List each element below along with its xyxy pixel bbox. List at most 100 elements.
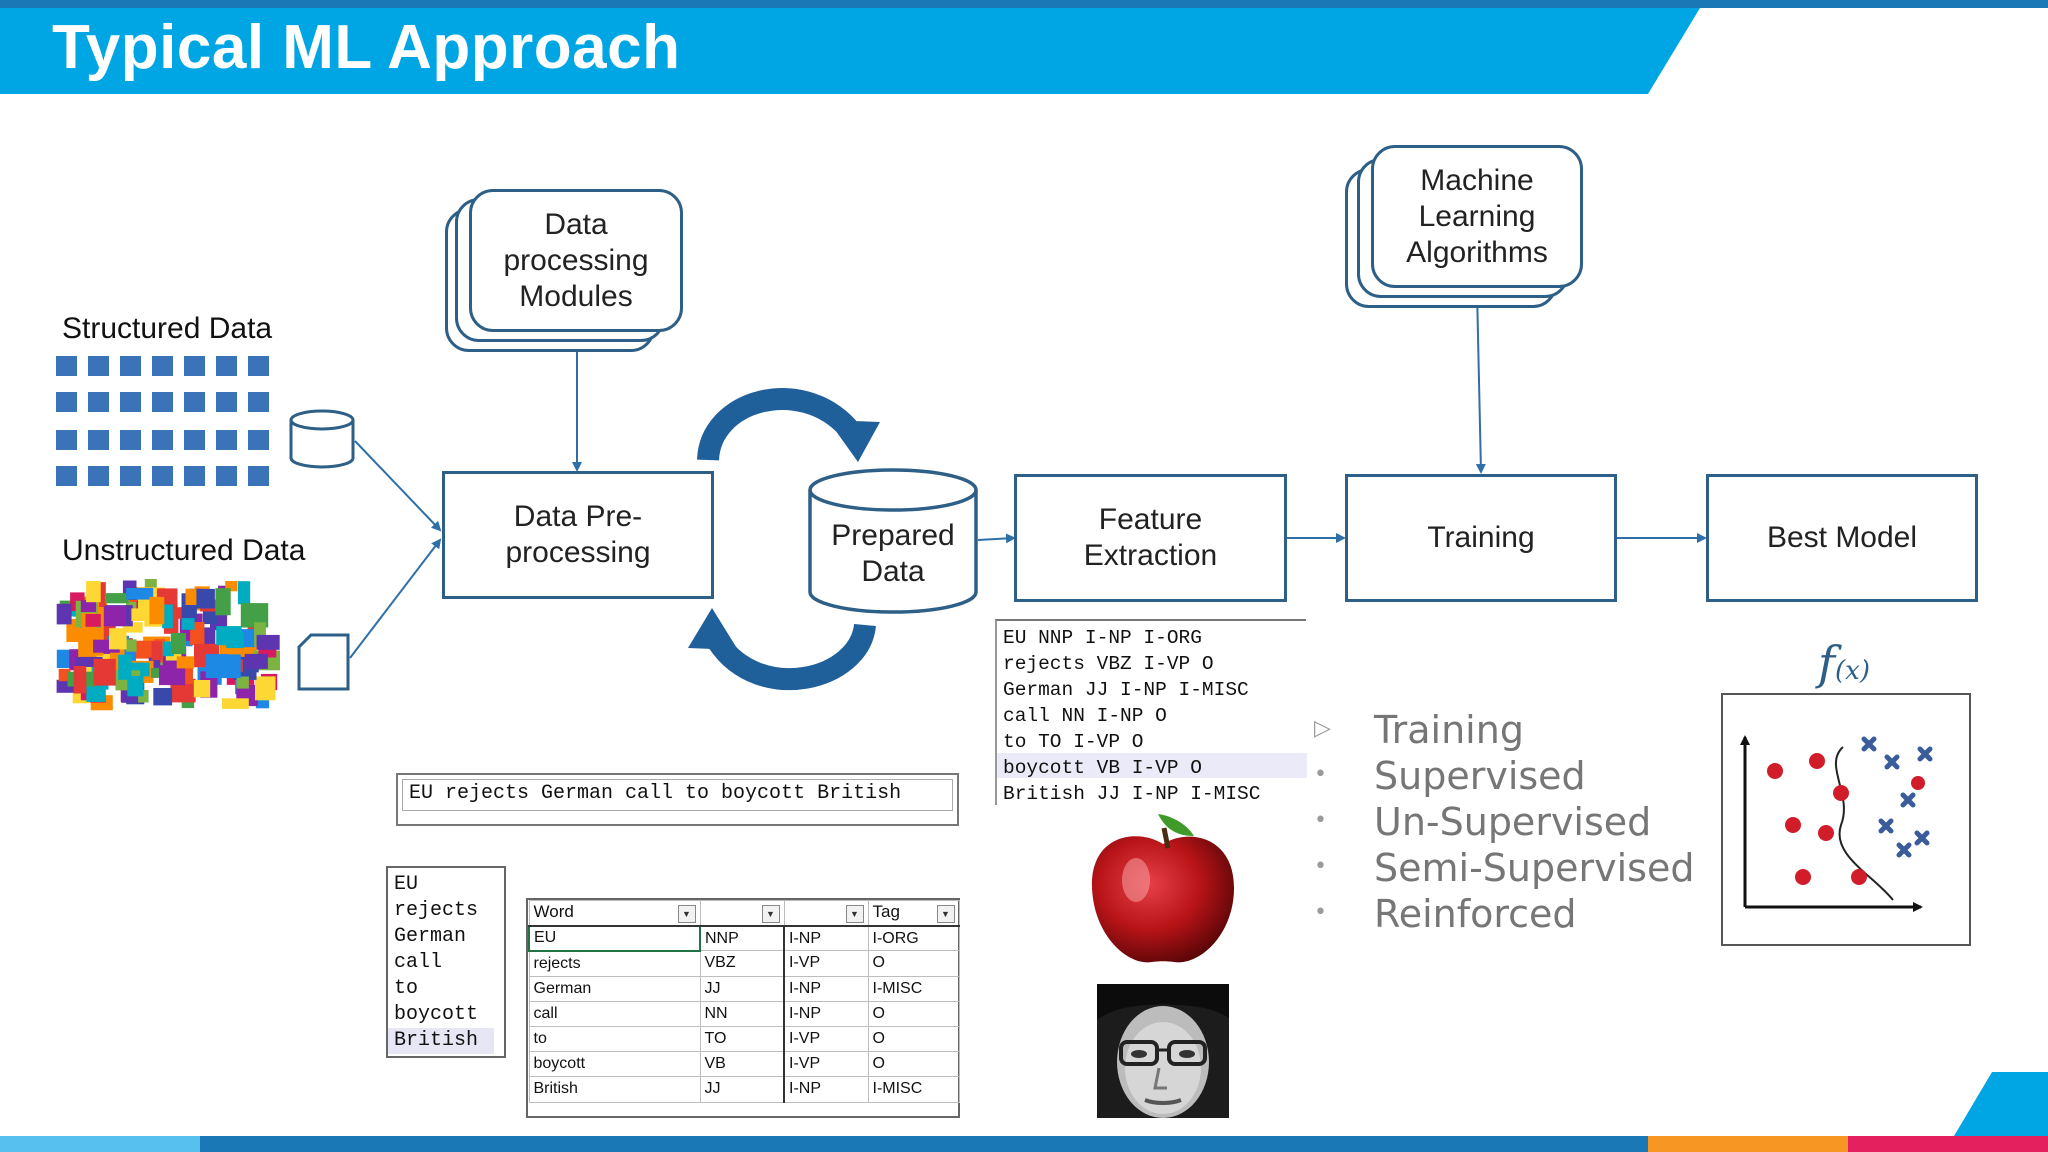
table-cell[interactable]: VB (699, 1051, 785, 1078)
table-cell[interactable]: I-NP (783, 925, 869, 952)
mosaic-tile (222, 698, 249, 709)
mosaic-tile (75, 656, 103, 667)
table-row: British JJ I-NP I-MISC (528, 1076, 960, 1103)
conll-line: British JJ I-NP I-MISC (1003, 783, 1261, 805)
mosaic-tile (58, 668, 71, 682)
sentence-text: EU rejects German call to boycott Britis… (409, 782, 902, 805)
apple-image (1091, 814, 1234, 963)
mosaic-tile (159, 665, 186, 686)
prepared-data-cylinder (808, 468, 978, 614)
data-processing-modules-node[interactable]: Data processing Modules (469, 189, 683, 332)
mosaic-tile (60, 606, 89, 617)
conll-highlight (997, 753, 1307, 778)
table-cell[interactable]: rejects (528, 950, 701, 977)
table-cell[interactable]: I-ORG (867, 925, 960, 952)
structured-data-label: Structured Data (62, 312, 273, 345)
mosaic-tile (56, 603, 72, 625)
training-types-heading: ▷ Training (1314, 708, 1524, 752)
mosaic-tile (153, 688, 173, 706)
mosaic-tile (255, 697, 270, 709)
table-cell[interactable]: JJ (699, 1076, 785, 1103)
table-cell[interactable]: O (867, 1000, 960, 1027)
mosaic-tile (162, 641, 174, 657)
mosaic-tile (151, 641, 162, 661)
conll-line: EU NNP I-NP I-ORG (1003, 627, 1202, 649)
ml-algorithms-node[interactable]: Machine Learning Algorithms (1371, 145, 1583, 288)
word-list-item: boycott (394, 1003, 479, 1026)
mosaic-tile (126, 588, 154, 600)
mosaic-tile (109, 628, 127, 650)
title-banner (0, 0, 2048, 94)
table-cell[interactable]: I-NP (783, 1076, 869, 1103)
table-header-cell: Word▼ (528, 899, 701, 927)
mosaic-tile (196, 588, 215, 609)
table-cell[interactable]: I-NP (783, 1000, 869, 1027)
best-model-node[interactable]: Best Model (1706, 474, 1978, 602)
structured-grid-icon (56, 356, 269, 486)
mosaic-tile (225, 581, 238, 592)
word-list-item: British (388, 1028, 494, 1054)
table-row: boycott VB I-VP O (528, 1051, 960, 1078)
table-row: to TO I-VP O (528, 1025, 960, 1053)
table-row: EU NNP I-NP I-ORG (528, 924, 960, 952)
table-row: rejects VBZ I-VP O (528, 950, 960, 977)
filter-dropdown-icon[interactable]: ▼ (761, 905, 780, 924)
mosaic-tile (93, 658, 116, 686)
mosaic-tile (236, 685, 248, 707)
mosaic-tile (105, 593, 129, 604)
table-header-cell: ▼ (699, 899, 785, 927)
table-cell[interactable]: O (867, 950, 960, 977)
face-image (1097, 984, 1229, 1118)
table-cell[interactable]: I-NP (783, 975, 869, 1002)
mosaic-tile (236, 676, 249, 689)
word-list-item: to (394, 977, 419, 1000)
table-cell[interactable]: NNP (699, 925, 785, 952)
table-cell[interactable]: O (867, 1051, 960, 1078)
table-row: German JJ I-NP I-MISC (528, 975, 960, 1002)
word-list-item: German (394, 925, 467, 948)
mosaic-tile (151, 667, 167, 678)
feature-extraction-node[interactable]: Feature Extraction (1014, 474, 1287, 602)
table-cell[interactable]: to (528, 1025, 701, 1053)
conll-line: rejects VBZ I-VP O (1003, 653, 1214, 675)
function-label: f(x) (1818, 636, 1870, 690)
table-cell[interactable]: I-VP (783, 1051, 869, 1078)
table-cell[interactable]: I-VP (783, 950, 869, 977)
filter-dropdown-icon[interactable]: ▼ (936, 905, 955, 924)
word-list: EU rejects German call to boycott Britis… (386, 866, 506, 1058)
table-cell[interactable]: I-MISC (867, 975, 960, 1002)
mosaic-tile (244, 653, 268, 669)
mosaic-tile (122, 622, 143, 633)
filter-dropdown-icon[interactable]: ▼ (845, 905, 864, 924)
mosaic-tile (181, 618, 195, 630)
table-cell[interactable]: TO (699, 1025, 785, 1053)
triangle-bullet-icon: ▷ (1314, 716, 1331, 741)
mosaic-tile (73, 666, 87, 694)
training-type-item: • Reinforced (1314, 892, 1577, 936)
training-type-item: • Un-Supervised (1314, 800, 1652, 844)
mosaic-tile (176, 656, 195, 669)
bullet-dot-icon: • (1314, 854, 1327, 879)
corner-accent (1954, 1072, 2048, 1136)
table-cell[interactable]: I-VP (783, 1025, 869, 1053)
table-cell[interactable]: British (528, 1076, 701, 1103)
table-cell[interactable]: VBZ (699, 950, 785, 977)
table-cell[interactable]: call (528, 1000, 701, 1027)
filter-dropdown-icon[interactable]: ▼ (677, 905, 696, 924)
mosaic-tile (103, 606, 126, 626)
table-cell[interactable]: I-MISC (867, 1076, 960, 1103)
mosaic-tile (193, 680, 211, 698)
unstructured-mosaic-icon (56, 578, 282, 712)
table-cell[interactable]: JJ (699, 975, 785, 1002)
table-cell[interactable]: NN (699, 1000, 785, 1027)
mosaic-tile (118, 654, 132, 680)
table-cell[interactable]: German (528, 975, 701, 1002)
cycle-arrow-icon (688, 388, 880, 691)
mosaic-tile (126, 639, 137, 652)
table-cell[interactable]: boycott (528, 1051, 701, 1078)
table-cell[interactable]: O (867, 1025, 960, 1053)
mosaic-tile (85, 614, 101, 627)
data-preprocessing-node[interactable]: Data Pre-processing (442, 471, 714, 599)
training-node[interactable]: Training (1345, 474, 1617, 602)
table-cell[interactable]: EU (528, 924, 701, 952)
